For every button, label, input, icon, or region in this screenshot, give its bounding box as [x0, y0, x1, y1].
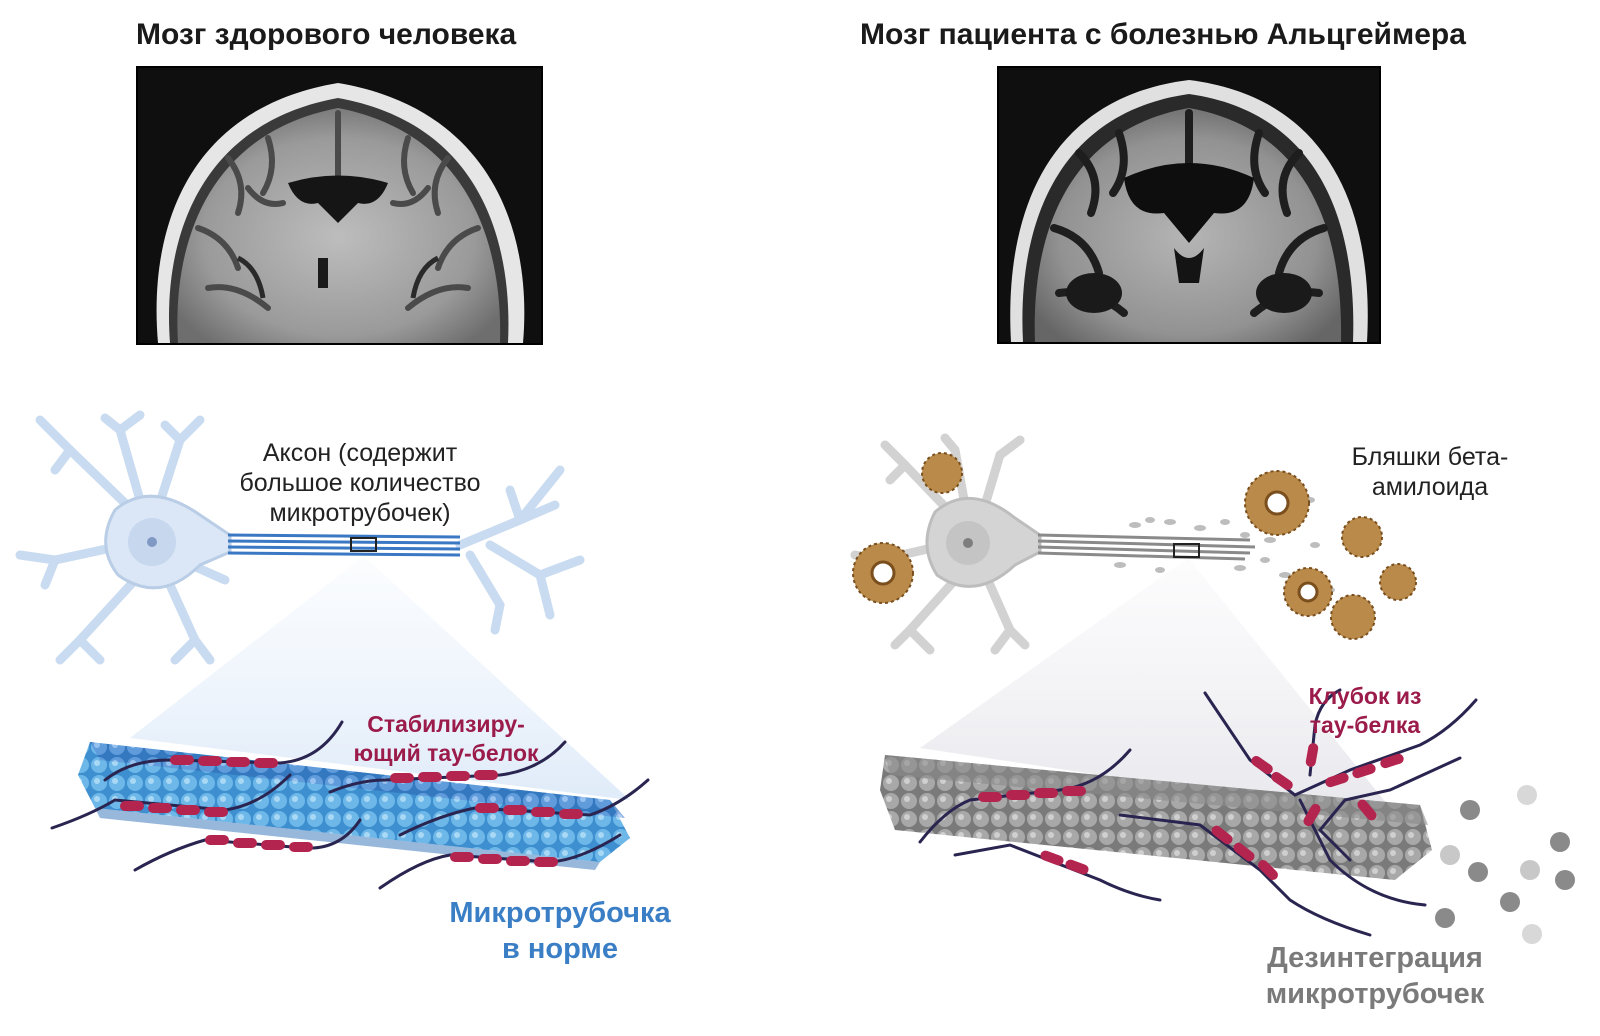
stabilizing-tau-label: Стабилизиру- ющий тау-белок	[326, 710, 566, 768]
zoom-cone-disease	[920, 558, 1400, 820]
tau-tangle-strands	[918, 688, 1478, 937]
plaques-label-line-2: амилоида	[1371, 473, 1489, 501]
tau-tangle-line-2: тау-белка	[1309, 712, 1421, 738]
amyloid-plaques	[852, 452, 1417, 640]
title-healthy-brain: Мозг здорового человека	[136, 18, 517, 51]
title-alzheimer-brain: Мозг пациента с болезнью Альцгеймера	[860, 18, 1466, 51]
healthy-neuron	[15, 410, 585, 665]
axon-label-line-2: большое количество	[239, 469, 481, 497]
microtubule-disintegration-label: Дезинтеграция микротрубочек	[1225, 940, 1525, 1012]
stabilizing-tau-line-2: ющий тау-белок	[353, 740, 539, 766]
axon-label: Аксон (содержит большое количество микро…	[210, 438, 510, 528]
free-tubulin-beads	[1435, 785, 1575, 944]
amyloid-plaques-label: Бляшки бета- амилоида	[1330, 442, 1530, 502]
tau-protein-segments	[120, 755, 583, 867]
mri-healthy-brain-image	[136, 66, 543, 345]
zoom-box-healthy	[350, 537, 377, 552]
disease-axon	[1037, 533, 1256, 561]
stabilizing-tau-line-1: Стабилизиру-	[367, 711, 525, 737]
healthy-axon	[227, 533, 461, 557]
disintegrating-microtubule	[880, 755, 1432, 880]
disintegration-line-2: микротрубочек	[1265, 978, 1485, 1010]
axon-label-line-3: микротрубочек)	[269, 499, 451, 527]
disintegration-line-1: Дезинтеграция	[1267, 942, 1483, 974]
normal-microtubule-label: Микротрубочка в норме	[420, 895, 700, 967]
normal-microtubule-line-2: в норме	[501, 933, 619, 965]
mri-alzheimer-brain-image	[997, 66, 1381, 344]
tau-tangle-segments	[978, 743, 1404, 880]
zoom-box-disease	[1173, 543, 1200, 558]
disease-neuron	[850, 433, 1042, 655]
tau-tangle-line-1: Клубок из	[1308, 683, 1422, 709]
tau-tangle-label: Клубок из тау-белка	[1275, 682, 1455, 740]
normal-microtubule-line-1: Микротрубочка	[449, 897, 671, 929]
plaques-label-line-1: Бляшки бета-	[1351, 443, 1509, 471]
axon-label-line-1: Аксон (содержит	[262, 439, 458, 467]
zoom-cone-healthy	[130, 556, 630, 800]
